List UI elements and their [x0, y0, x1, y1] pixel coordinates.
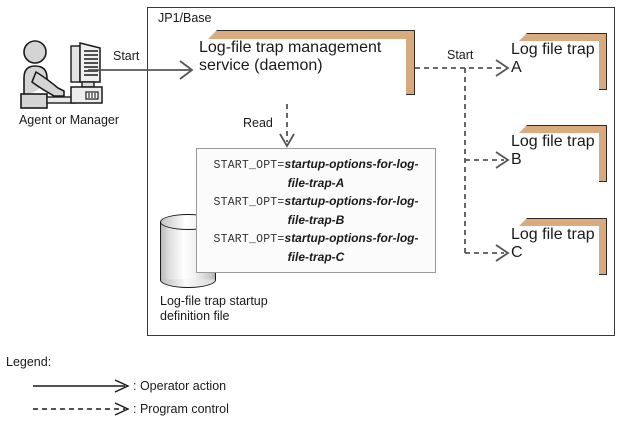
config-value-1: startup-options-for-log-file-trap-A [284, 157, 419, 190]
read-label: Read [243, 116, 273, 130]
trap-a-line2: A [511, 59, 522, 76]
trap-c-line2: C [511, 244, 523, 261]
person-at-computer-icon [14, 38, 106, 110]
trap-b-line1: Log file trap [511, 133, 595, 150]
start-label-right: Start [447, 48, 474, 62]
read-arrow [275, 104, 299, 150]
log-file-trap-c-box: Log file trap C [511, 218, 607, 283]
program-control-arrows [406, 55, 516, 265]
jp1-base-frame [147, 7, 615, 336]
definition-file-caption-line1: Log-file trap startup [160, 294, 268, 308]
actor-label: Agent or Manager [18, 113, 120, 127]
log-file-trap-b-box: Log file trap B [511, 125, 607, 190]
config-key-2: START_OPT= [213, 196, 285, 209]
legend-item-operator-action: : Operator action [33, 379, 226, 393]
trap-c-line1: Log file trap [511, 226, 595, 243]
definition-file-caption-line2: definition file [160, 309, 230, 323]
legend-title: Legend: [6, 355, 52, 369]
legend-solid-arrow-icon [33, 379, 133, 393]
log-file-trap-a-box: Log file trap A [511, 33, 607, 98]
service-box-line2: service (daemon) [199, 57, 323, 74]
config-key-1: START_OPT= [213, 159, 285, 172]
service-box-line1: Log-file trap management [199, 39, 382, 56]
legend-program-control-label: : Program control [133, 402, 229, 416]
service-box-face: Log-file trap management service (daemon… [199, 39, 406, 75]
trap-b-line2: B [511, 151, 522, 168]
config-value-2: startup-options-for-log-file-trap-B [284, 194, 419, 227]
legend-dashed-arrow-icon [33, 402, 133, 416]
legend-operator-action-label: : Operator action [133, 379, 227, 393]
definition-file-caption: Log-file trap startup definition file [160, 294, 340, 324]
startup-definition-file-content: START_OPT=startup-options-for-log-file-t… [196, 148, 436, 273]
trap-b-face: Log file trap B [511, 133, 599, 169]
config-line-3: START_OPT=startup-options-for-log-file-t… [203, 230, 429, 266]
log-file-trap-management-service-box: Log-file trap management service (daemon… [199, 30, 415, 104]
config-line-1: START_OPT=startup-options-for-log-file-t… [203, 156, 429, 192]
config-line-2: START_OPT=startup-options-for-log-file-t… [203, 193, 429, 229]
trap-a-face: Log file trap A [511, 41, 599, 77]
legend-item-program-control: : Program control [33, 402, 229, 416]
trap-a-line1: Log file trap [511, 41, 595, 58]
config-value-3: startup-options-for-log-file-trap-C [284, 231, 419, 264]
config-key-3: START_OPT= [213, 233, 285, 246]
trap-c-face: Log file trap C [511, 226, 599, 262]
start-label-left: Start [113, 49, 140, 63]
jp1-base-frame-label: JP1/Base [158, 11, 212, 25]
start-operator-arrow [0, 52, 200, 88]
